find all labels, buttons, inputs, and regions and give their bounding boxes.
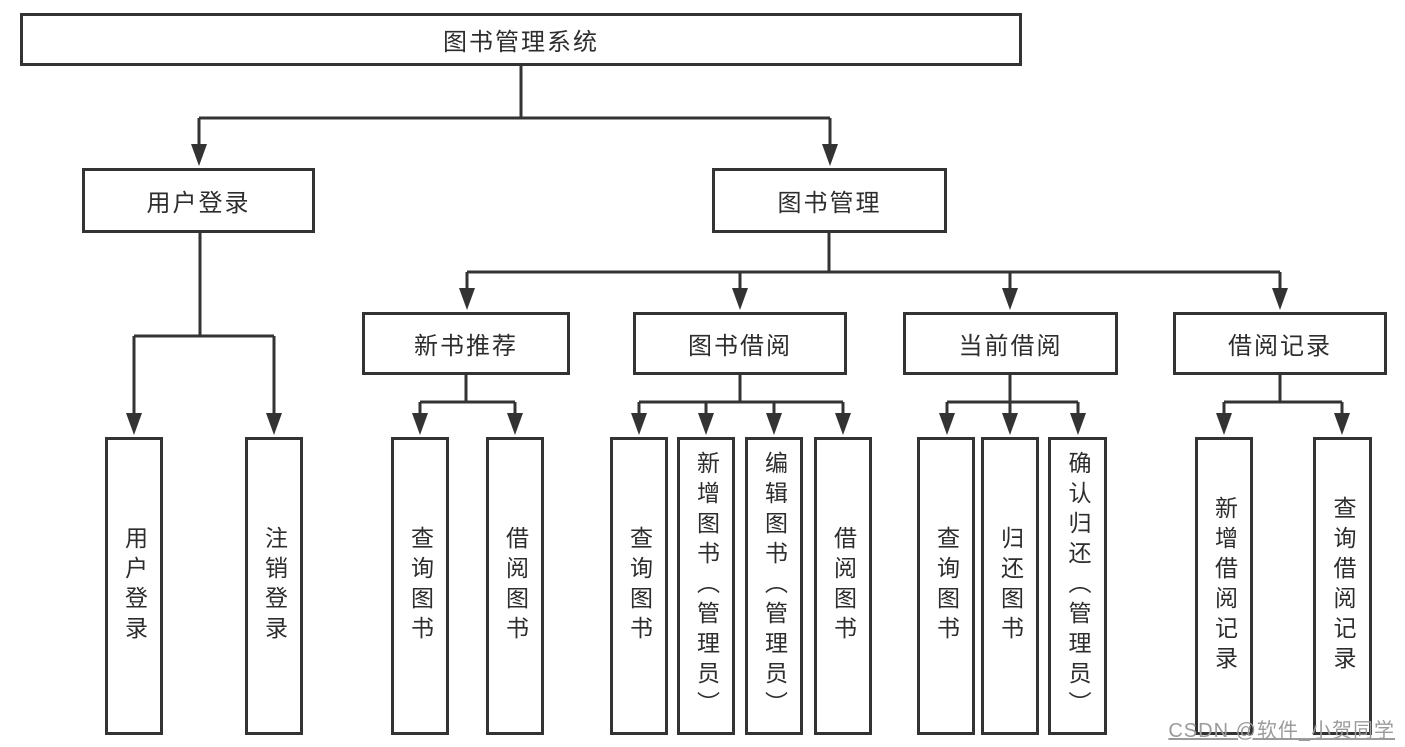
leaf-current-confirm-return-admin: 确认归还（管理员） [1048, 437, 1107, 735]
node-user-login: 用户登录 [82, 168, 315, 233]
leaf-current-return-books: 归还图书 [981, 437, 1039, 735]
node-root-system: 图书管理系统 [20, 13, 1022, 66]
leaf-record-query-record: 查询借阅记录 [1313, 437, 1372, 735]
leaf-record-add-record: 新增借阅记录 [1195, 437, 1253, 735]
leaf-newbook-query-books: 查询图书 [391, 437, 449, 735]
node-borrow-record: 借阅记录 [1173, 312, 1387, 375]
leaf-borrow-query-books: 查询图书 [610, 437, 668, 735]
node-book-management: 图书管理 [712, 168, 947, 233]
csdn-watermark: CSDN @软件_小贺同学 [1168, 720, 1395, 742]
arrowhead-icons [126, 144, 1350, 435]
leaf-logout: 注销登录 [245, 437, 303, 735]
leaf-borrow-borrow-books: 借阅图书 [814, 437, 872, 735]
leaf-newbook-borrow-books: 借阅图书 [486, 437, 544, 735]
node-book-borrow: 图书借阅 [633, 312, 847, 375]
node-new-book-recommend: 新书推荐 [362, 312, 570, 375]
leaf-user-login: 用户登录 [105, 437, 163, 735]
leaf-borrow-edit-books-admin: 编辑图书（管理员） [745, 437, 803, 735]
leaf-current-query-books: 查询图书 [917, 437, 975, 735]
node-current-borrow: 当前借阅 [903, 312, 1118, 375]
leaf-borrow-add-books-admin: 新增图书（管理员） [677, 437, 735, 735]
